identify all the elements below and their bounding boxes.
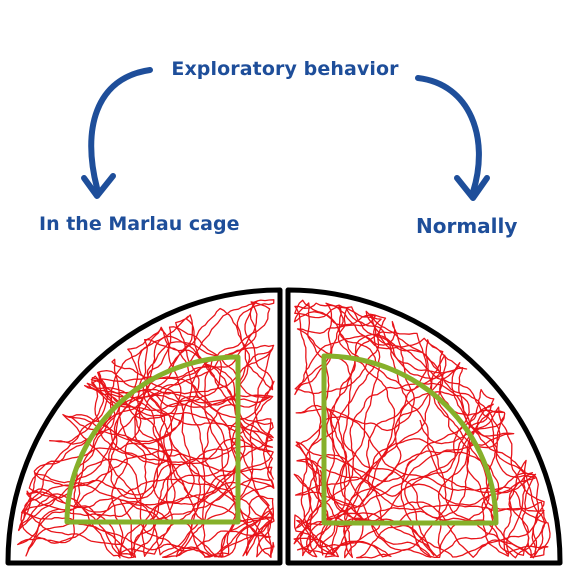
right-arena-outline — [285, 287, 563, 566]
curved-arrow-down-right-icon — [415, 75, 490, 201]
left-panel-label: In the Marlau cage — [39, 213, 240, 235]
left-arena — [5, 287, 283, 566]
trajectory-path — [293, 302, 547, 559]
left-zone-outline — [64, 354, 241, 525]
left-trajectory — [17, 299, 275, 559]
trajectory-path — [293, 299, 551, 559]
curved-arrow-down-left-icon — [81, 67, 153, 199]
right-panel-label: Normally — [416, 214, 518, 238]
right-zone-outline — [321, 353, 499, 526]
diagram-title: Exploratory behavior — [171, 58, 399, 80]
left-arena-outline — [5, 287, 283, 566]
right-arena — [285, 287, 563, 566]
trajectory-path — [17, 315, 275, 558]
right-trajectory — [293, 299, 551, 559]
